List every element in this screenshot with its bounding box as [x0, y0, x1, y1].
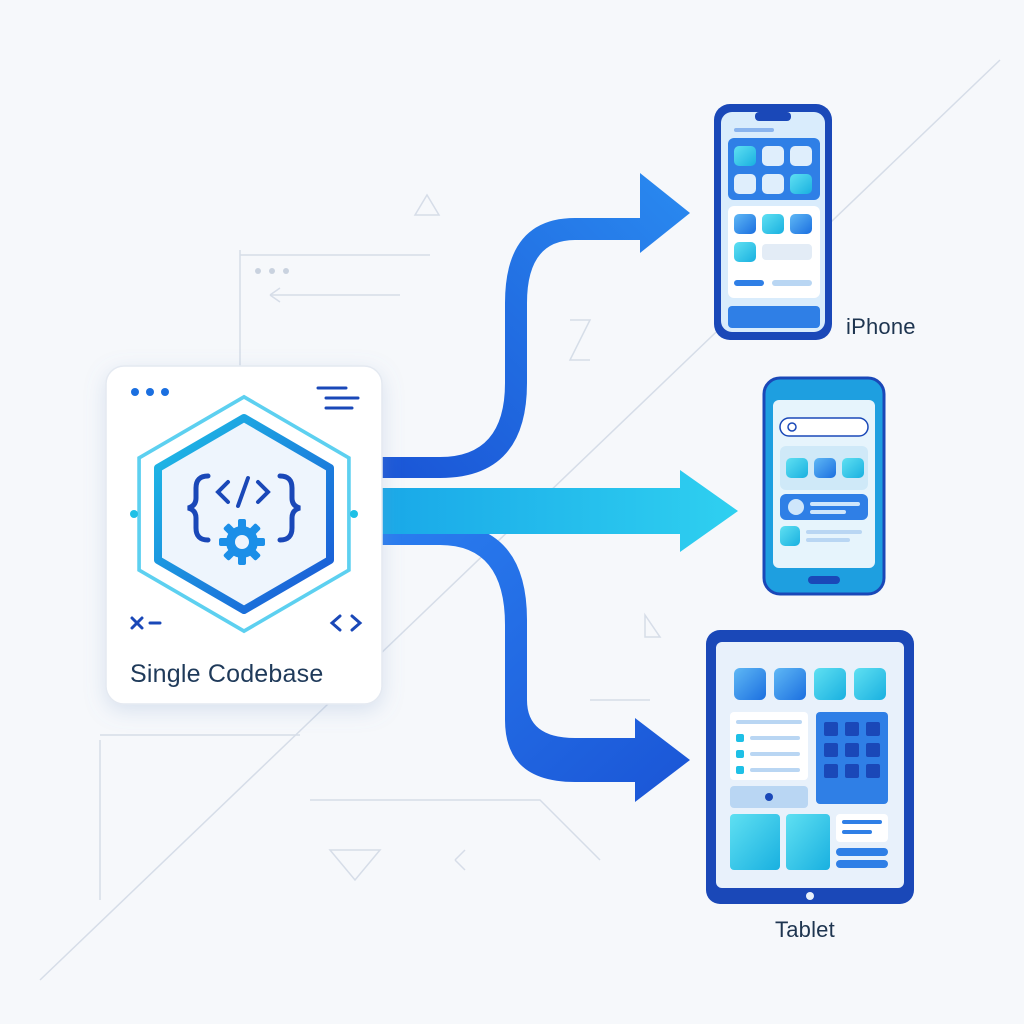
arrow-to-android: [380, 470, 738, 552]
decoration-dots: [255, 268, 289, 274]
tablet-icon: [706, 630, 914, 904]
angle-brackets-icon: [329, 614, 363, 632]
android-phone-icon: [762, 376, 886, 596]
code-gear-icon: [130, 394, 358, 634]
menu-lines-icon: [316, 386, 360, 410]
flow-arrows: [380, 173, 738, 802]
window-dots-icon: [131, 388, 169, 396]
iphone-icon: [714, 104, 832, 340]
tablet-label: Tablet: [775, 917, 835, 942]
close-x-icon: [130, 616, 162, 630]
iphone-label: iPhone: [846, 314, 916, 339]
codebase-title: Single Codebase: [130, 660, 324, 688]
arrow-to-tablet: [380, 523, 690, 802]
arrow-to-iphone: [380, 173, 690, 478]
